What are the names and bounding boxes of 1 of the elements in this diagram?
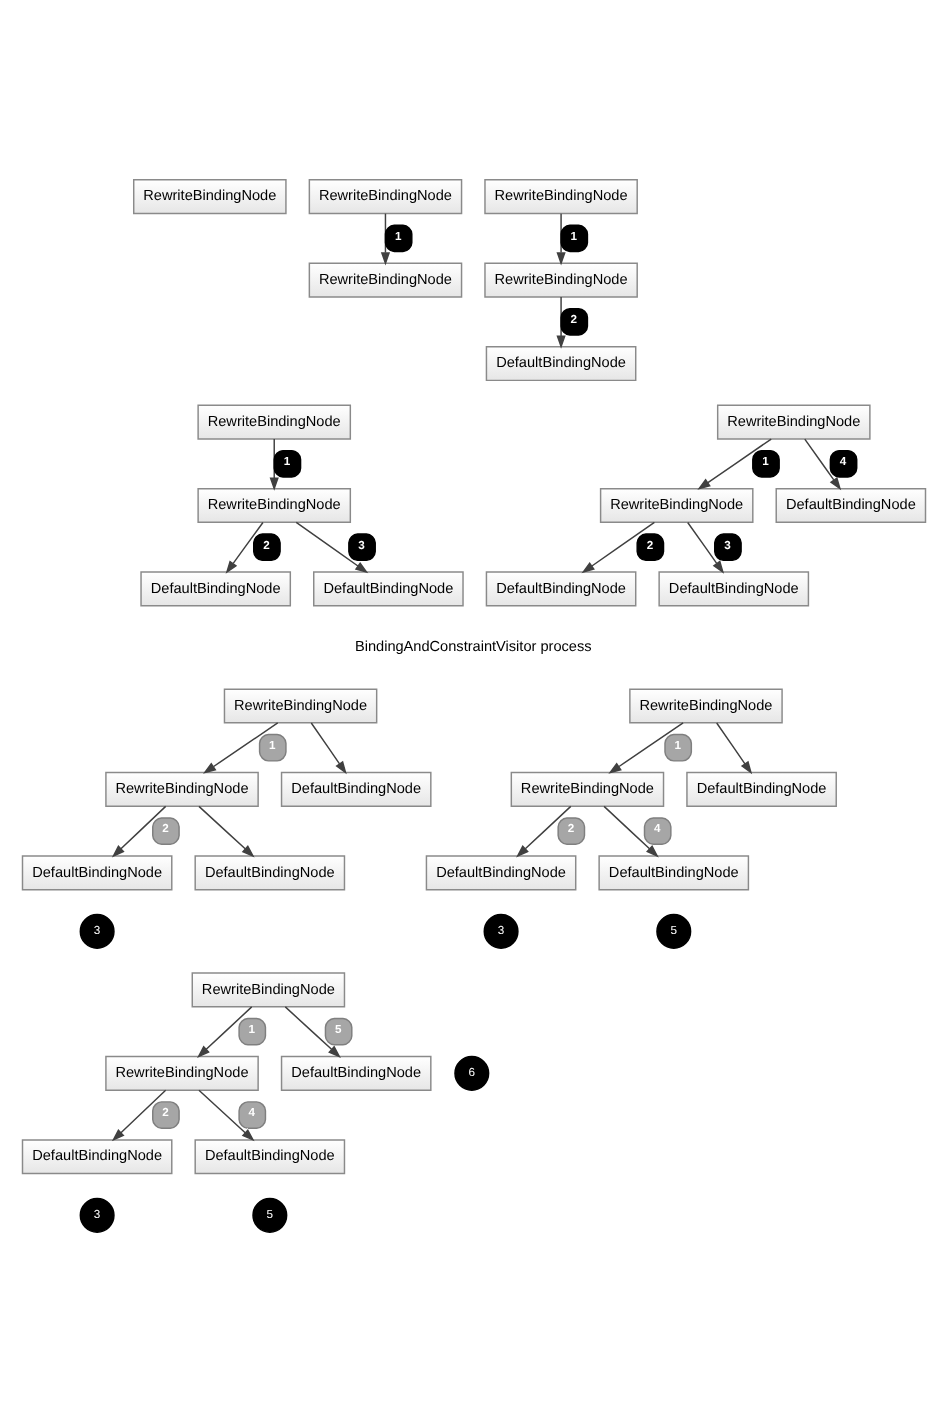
label: BindingAndConstraintVisitor process [354,636,592,655]
